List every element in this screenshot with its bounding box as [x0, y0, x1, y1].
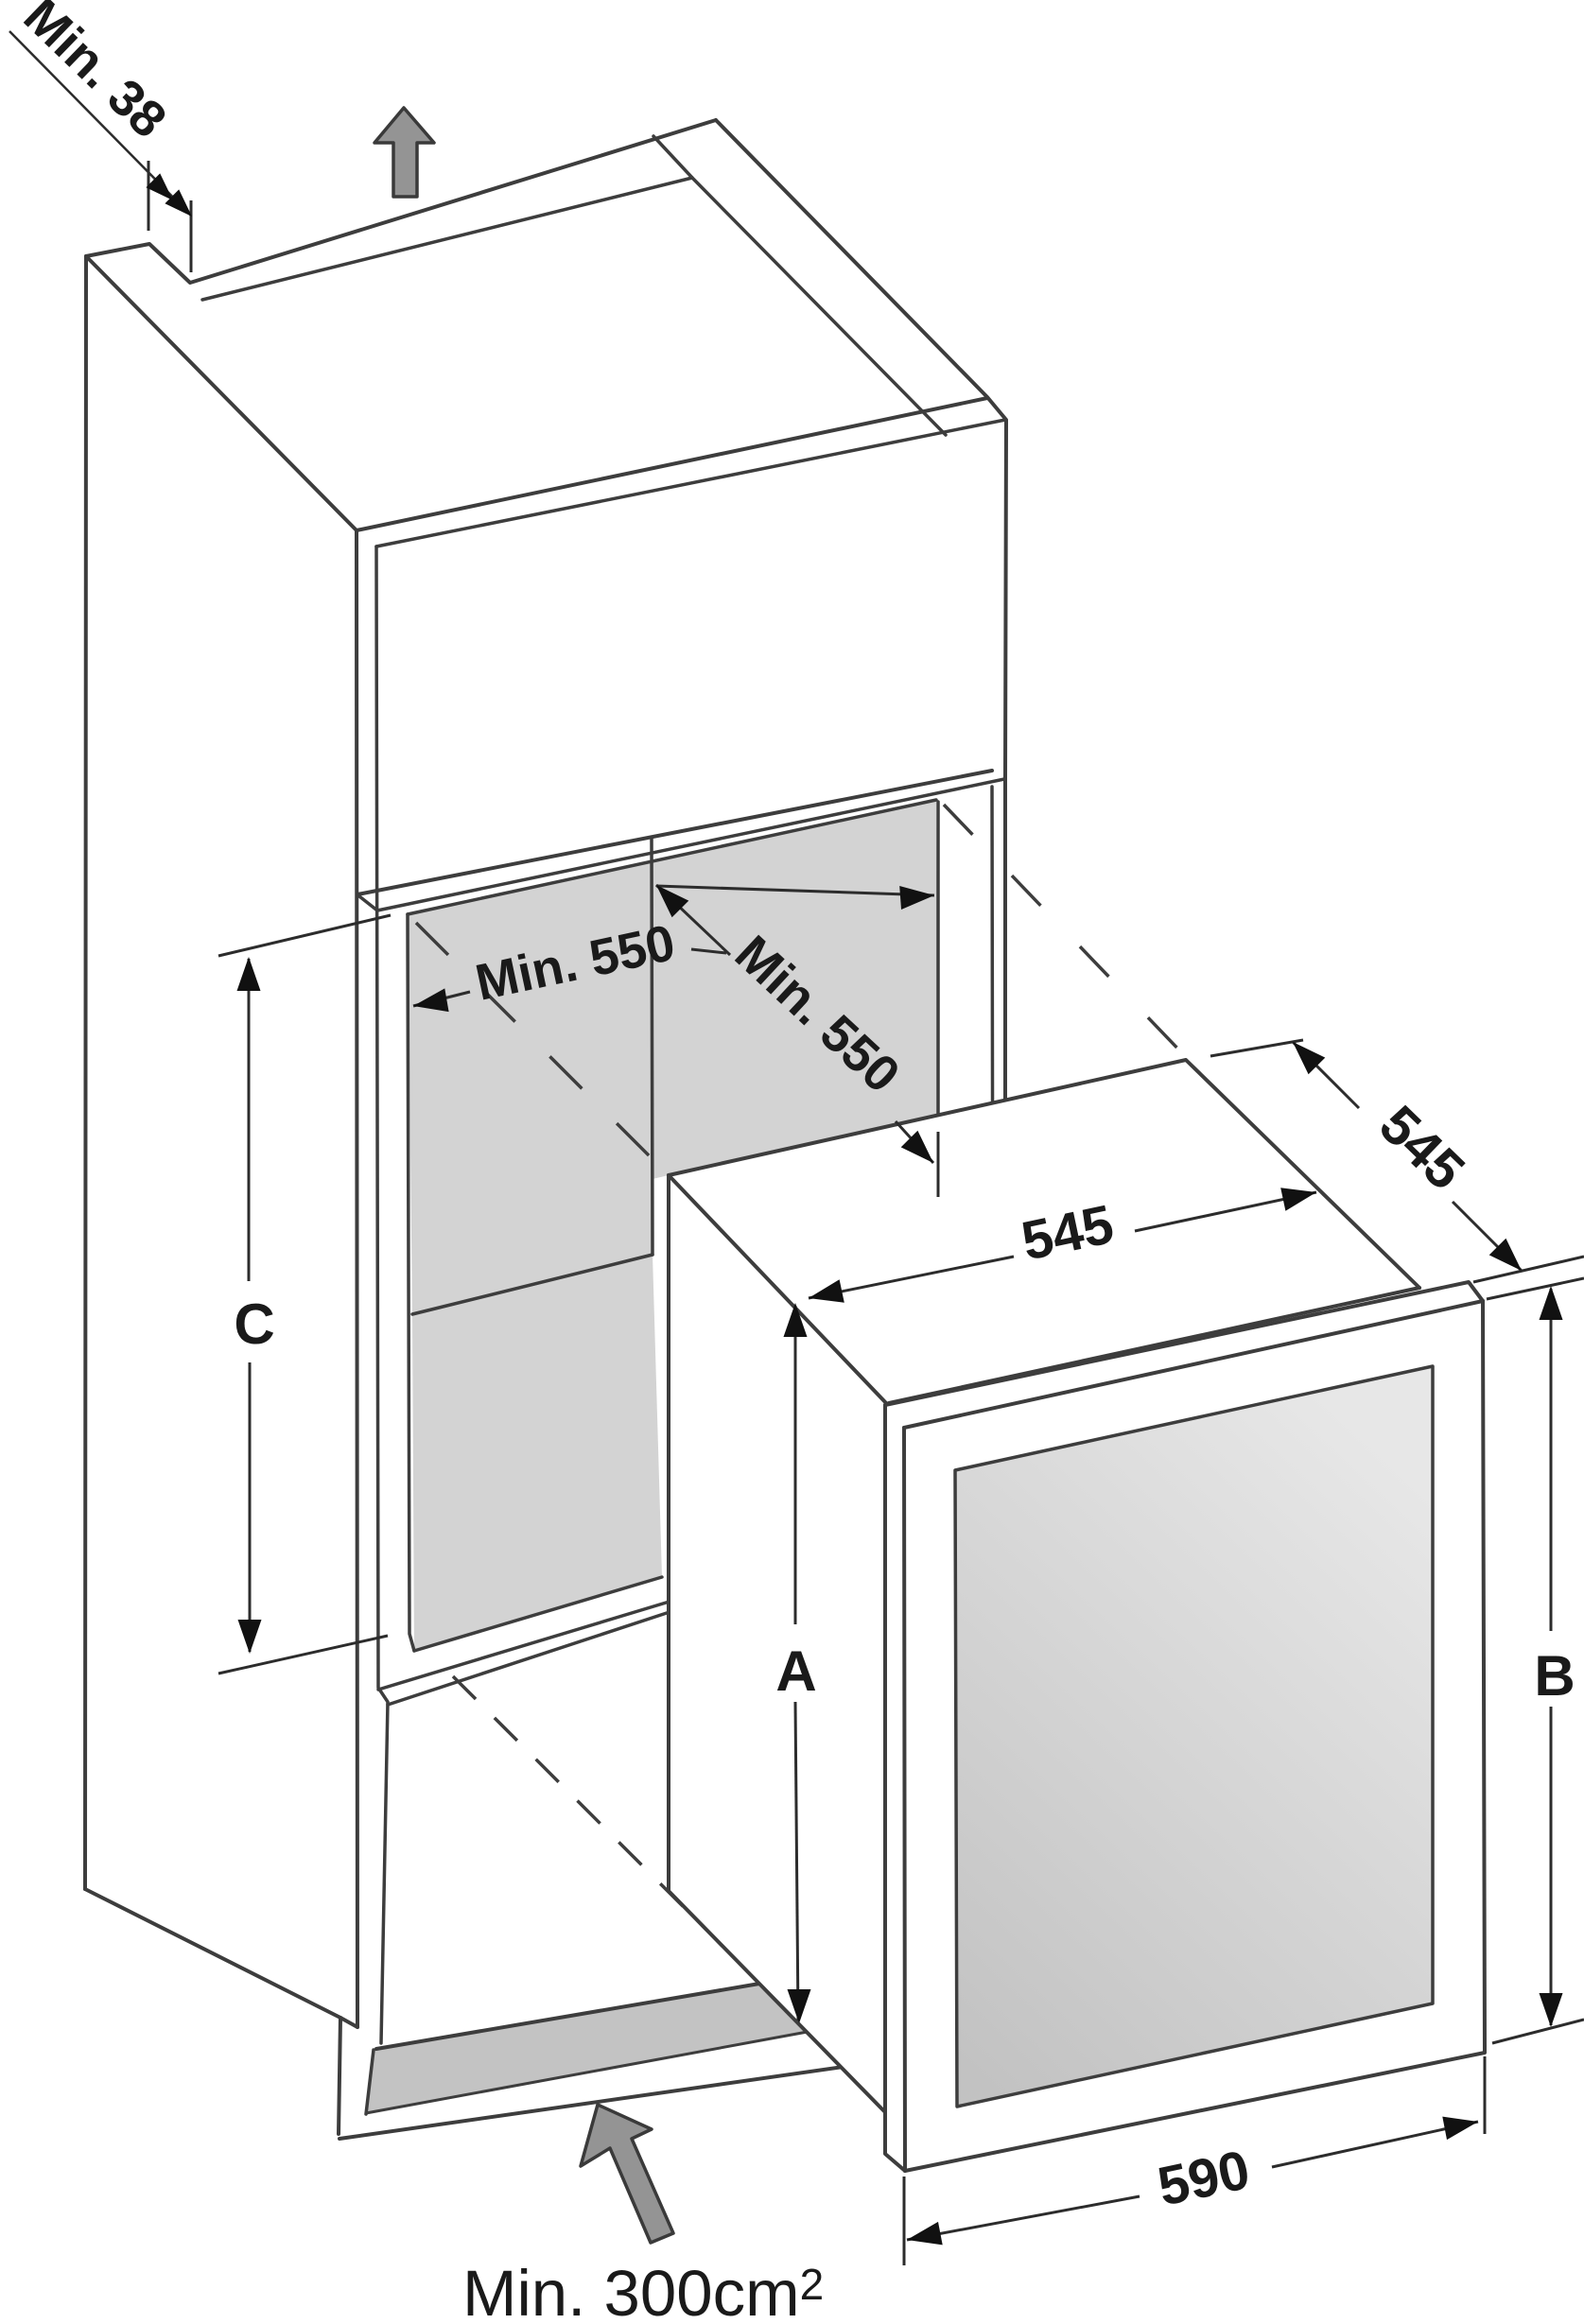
svg-text:Min. 300cm2: Min. 300cm2: [462, 2257, 824, 2324]
svg-text:C: C: [234, 1292, 274, 1356]
svg-text:B: B: [1534, 1644, 1575, 1708]
svg-text:A: A: [775, 1639, 816, 1703]
